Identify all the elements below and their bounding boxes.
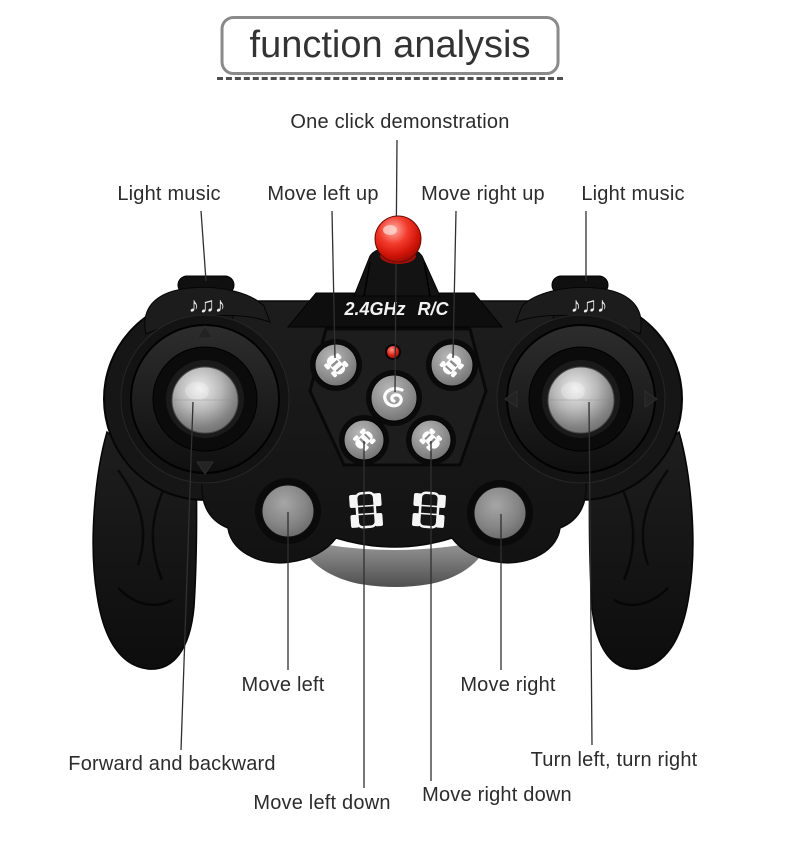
label-light-music-left: Light music <box>117 183 221 205</box>
label-move-left: Move left <box>241 674 325 696</box>
pointer-line-turn-left-right <box>588 401 593 746</box>
move-left-big-button <box>255 478 321 544</box>
rc-controller: ♪♫♪ ♪♫♪ 2.4GHz R/C <box>92 248 694 670</box>
title-underline-dashes <box>217 77 563 80</box>
pointer-line-light-music-left <box>200 210 207 282</box>
label-forward-and-backward: Forward and backward <box>68 753 276 775</box>
pointer-line-move-left-up <box>331 210 336 359</box>
car-print-left-icon <box>349 491 384 529</box>
bottom-shell-edge <box>300 540 488 587</box>
car-print-right-icon <box>411 491 446 529</box>
label-move-right: Move right <box>460 674 556 696</box>
up-arrow-marker <box>196 325 214 339</box>
move-left-down-button <box>339 415 389 465</box>
label-turn-left-turn-right: Turn left, turn right <box>530 749 698 771</box>
move-right-up-button <box>426 339 478 391</box>
demo-swirl-icon <box>383 387 404 408</box>
label-move-left-up: Move left up <box>267 183 379 205</box>
label-light-music-right: Light music <box>581 183 685 205</box>
label-move-left-down: Move left down <box>253 792 391 814</box>
right-joystick <box>496 314 666 484</box>
label-move-right-down: Move right down <box>422 784 572 806</box>
pointer-lines <box>180 139 593 788</box>
music-notes-icon: ♪♫♪ <box>571 294 608 317</box>
label-move-right-up: Move right up <box>421 183 545 205</box>
move-left-up-button <box>310 339 362 391</box>
left-arrow-marker <box>504 390 518 408</box>
car-icon <box>439 353 464 378</box>
down-arrow-marker <box>196 461 214 475</box>
antenna-mount <box>353 248 441 297</box>
frequency-label: 2.4GHz <box>343 299 405 319</box>
page-title: function analysis <box>220 16 560 75</box>
left-joystick <box>120 314 290 484</box>
top-ridge: 2.4GHz R/C <box>286 292 504 328</box>
antenna-red-ball <box>374 215 422 264</box>
car-icon <box>324 353 349 378</box>
status-led <box>385 344 401 360</box>
music-notes-icon: ♪♫♪ <box>189 294 226 317</box>
label-one-click-demonstration: One click demonstration <box>290 111 510 133</box>
pointer-line-forward-backward <box>180 401 194 751</box>
move-right-big-button <box>467 480 533 546</box>
pointer-line-one-click <box>394 139 398 393</box>
right-arrow-marker <box>644 390 658 408</box>
rc-label: R/C <box>418 299 450 319</box>
pointer-line-move-right-up <box>452 210 457 359</box>
car-icon <box>352 428 376 452</box>
one-click-demo-button <box>366 370 422 426</box>
